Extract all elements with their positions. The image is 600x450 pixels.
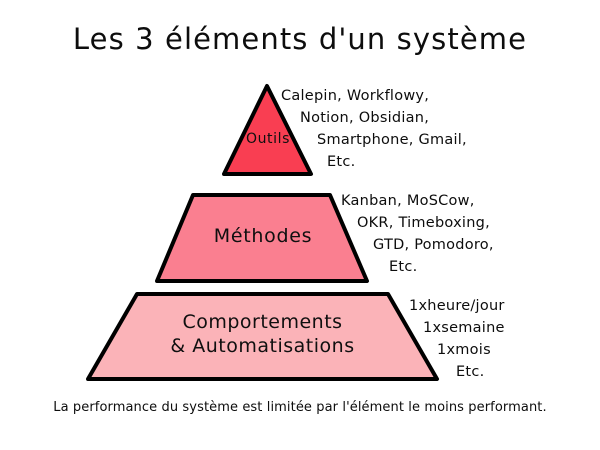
annotation-line: Calepin, Workflowy, — [281, 88, 430, 104]
annotation-comportements: 1xheure/jour 1xsemaine 1xmois Etc. — [409, 295, 505, 383]
annotation-line: Notion, Obsidian, — [300, 110, 430, 127]
page-title: Les 3 éléments d'un système — [72, 22, 528, 56]
pyramid-tier-comportements-shape[interactable] — [86, 292, 439, 381]
annotation-line: 1xsemaine — [423, 320, 505, 337]
pyramid-tier-methodes-shape[interactable] — [155, 193, 369, 283]
footer-caption: La performance du système est limitée pa… — [53, 400, 547, 415]
annotation-line: Kanban, MoSCow, — [341, 193, 475, 209]
pyramid-tier-methodes-label: Méthodes — [213, 225, 313, 247]
annotation-line: Etc. — [456, 364, 485, 381]
annotation-methodes: Kanban, MoSCow, OKR, Timeboxing, GTD, Po… — [341, 190, 494, 278]
annotation-outils: Calepin, Workflowy, Notion, Obsidian, Sm… — [281, 85, 467, 173]
annotation-line: Etc. — [389, 259, 418, 276]
annotation-line: Etc. — [327, 154, 356, 171]
annotation-line: OKR, Timeboxing, — [357, 215, 490, 232]
pyramid-tier-comportements-label: Comportements & Automatisations — [170, 311, 355, 357]
pyramid-tier-outils-label: Outils — [245, 131, 291, 147]
annotation-line: 1xheure/jour — [409, 298, 505, 314]
annotation-line: 1xmois — [437, 342, 491, 359]
pyramid-tier-outils-shape[interactable] — [222, 84, 313, 176]
annotation-line: GTD, Pomodoro, — [373, 237, 494, 254]
annotation-line: Smartphone, Gmail, — [317, 132, 467, 149]
